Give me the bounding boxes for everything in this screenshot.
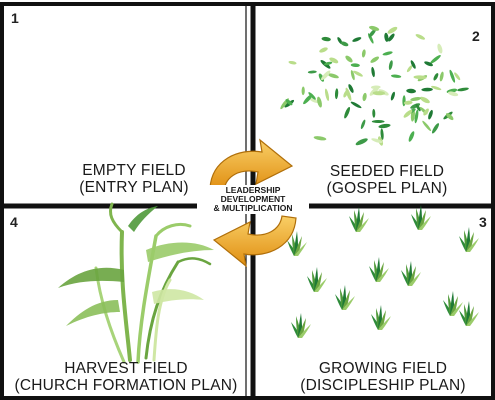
sprout-icon (335, 285, 355, 310)
seed-icon (415, 33, 426, 41)
center-caption: LEADERSHIP DEVELOPMENT & MULTIPLICATION (197, 185, 309, 214)
quadrant-subtitle: (GOSPEL PLAN) (292, 180, 482, 197)
seed-scatter (279, 25, 469, 147)
seed-icon (343, 106, 351, 119)
quadrant-label-harvest-field: HARVEST FIELD (CHURCH FORMATION PLAN) (4, 360, 248, 394)
sprout-icon (291, 313, 311, 338)
seed-icon (288, 60, 297, 65)
seed-icon (313, 135, 326, 141)
seed-icon (350, 101, 362, 110)
seed-icon (372, 120, 385, 123)
seed-icon (402, 95, 406, 106)
seed-icon (382, 51, 393, 57)
seed-icon (324, 88, 330, 101)
seed-icon (362, 93, 367, 102)
seed-icon (344, 54, 354, 63)
quadrant-title: SEEDED FIELD (292, 163, 482, 180)
seed-icon (378, 123, 391, 129)
seed-icon (410, 96, 421, 101)
seed-icon (439, 71, 444, 81)
seed-icon (335, 88, 339, 99)
seed-icon (318, 46, 328, 53)
quadrant-subtitle: (DISCIPLESHIP PLAN) (278, 377, 488, 394)
sprout-icon (349, 207, 369, 232)
sprout-icon (459, 301, 479, 326)
seed-icon (386, 26, 398, 36)
seed-icon (369, 55, 380, 64)
harvest-leaves (58, 206, 214, 326)
quadrant-number-4: 4 (10, 214, 18, 230)
seed-icon (421, 88, 433, 92)
seed-icon (419, 96, 431, 105)
center-line-3: & MULTIPLICATION (197, 204, 309, 213)
seed-icon (436, 43, 443, 54)
seed-icon (321, 36, 331, 41)
seed-icon (391, 74, 402, 78)
seed-icon (388, 60, 393, 70)
sprout-icon (459, 227, 479, 252)
quadrant-label-seeded-field: SEEDED FIELD (GOSPEL PLAN) (292, 163, 482, 197)
quadrant-title: GROWING FIELD (278, 360, 488, 377)
wheat-stalk-icon (96, 204, 210, 362)
quadrant-label-growing-field: GROWING FIELD (DISCIPLESHIP PLAN) (278, 360, 488, 394)
sprout-icon (371, 305, 391, 330)
seed-icon (351, 63, 360, 67)
seed-icon (432, 72, 439, 81)
quadrant-number-3: 3 (479, 214, 487, 230)
quadrant-subtitle: (CHURCH FORMATION PLAN) (4, 377, 248, 394)
seed-icon (431, 122, 440, 134)
sprout-icon (401, 261, 421, 286)
seed-icon (421, 120, 432, 132)
seed-icon (372, 109, 375, 118)
seed-icon (302, 86, 305, 95)
quadrant-number-2: 2 (472, 28, 480, 44)
quadrant-title: HARVEST FIELD (4, 360, 248, 377)
seed-icon (355, 137, 369, 147)
seed-icon (457, 87, 469, 92)
seed-icon (308, 70, 317, 74)
seed-icon (371, 85, 381, 89)
seed-icon (371, 67, 376, 78)
quadrant-number-1: 1 (11, 10, 19, 26)
quadrant-title: EMPTY FIELD (44, 162, 224, 179)
seed-icon (352, 36, 362, 43)
sprout-icon (307, 267, 327, 292)
seed-icon (406, 88, 416, 93)
sprout-cluster (287, 205, 479, 338)
sprout-icon (411, 205, 431, 230)
seed-icon (361, 49, 366, 58)
seed-icon (360, 119, 366, 129)
seed-icon (408, 131, 416, 143)
seed-icon (448, 69, 456, 83)
seed-icon (390, 91, 396, 101)
sprout-icon (369, 257, 389, 282)
